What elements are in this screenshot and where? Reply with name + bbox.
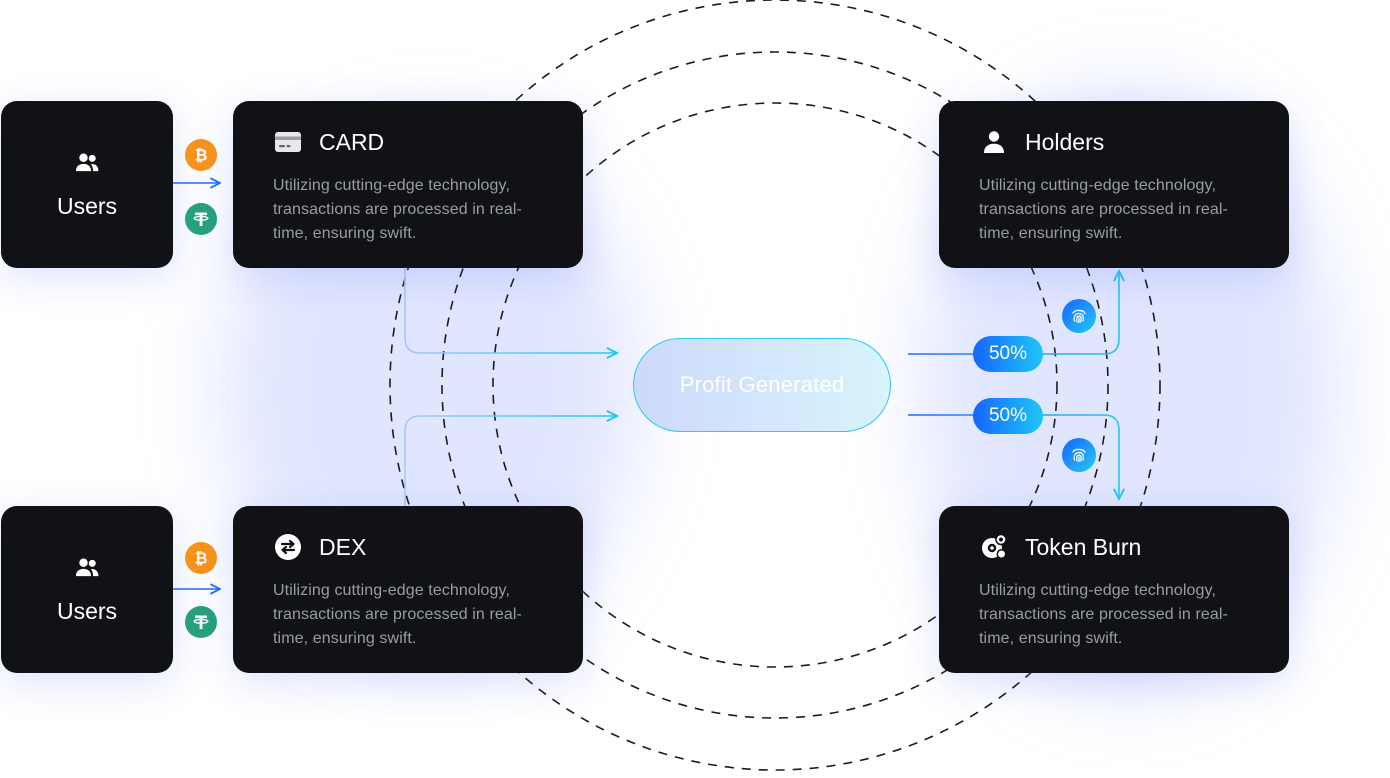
profit-to-holders-arrow: [908, 271, 1119, 355]
swap-arrows-icon: [273, 532, 303, 562]
card-description: Utilizing cutting-edge technology, trans…: [273, 177, 522, 242]
orbit-outer: [389, 0, 1161, 771]
tether-icon: [185, 203, 217, 235]
svg-text:₿: ₿: [194, 146, 207, 165]
profit-generated-node: Profit Generated: [633, 338, 891, 432]
users-icon: [75, 558, 99, 577]
token-burn-node: Token Burn Utilizing cutting-edge techno…: [939, 506, 1289, 673]
token-burn-description: Utilizing cutting-edge technology, trans…: [979, 582, 1228, 647]
users-icon: [75, 153, 99, 172]
token-burn-icon: [979, 532, 1009, 562]
card-to-profit-arrow: [404, 268, 617, 353]
holders-title: Holders: [1025, 128, 1105, 155]
card-header: CARD: [273, 127, 384, 157]
dex-header: DEX: [273, 532, 366, 562]
dex-to-profit-arrow: [404, 416, 617, 506]
svg-text:₿: ₿: [194, 549, 207, 568]
users-node-top: Users: [1, 101, 173, 268]
fingerprint-icon: [1062, 438, 1096, 472]
users-label: Users: [56, 598, 118, 624]
card-node: CARD Utilizing cutting-edge technology, …: [233, 101, 583, 268]
split-badge-burn: 50%: [973, 398, 1043, 434]
token-burn-title: Token Burn: [1025, 533, 1142, 560]
person-icon: [979, 127, 1009, 157]
split-badge-holders: 50%: [973, 336, 1043, 372]
orbit-middle: [441, 51, 1109, 719]
users-label: Users: [56, 193, 118, 219]
dex-description: Utilizing cutting-edge technology, trans…: [273, 582, 522, 647]
fingerprint-icon: [1062, 299, 1096, 333]
bitcoin-icon: ₿: [185, 139, 217, 171]
token-burn-header: Token Burn: [979, 532, 1141, 562]
holders-node: Holders Utilizing cutting-edge technolog…: [939, 101, 1289, 268]
holders-header: Holders: [979, 127, 1104, 157]
tether-icon: [185, 606, 217, 638]
dex-title: DEX: [319, 533, 367, 560]
orbit-inner: [492, 102, 1058, 668]
dex-node: DEX Utilizing cutting-edge technology, t…: [233, 506, 583, 673]
bitcoin-icon: ₿: [185, 542, 217, 574]
credit-card-icon: [273, 127, 303, 157]
users-node-bottom: Users: [1, 506, 173, 673]
holders-description: Utilizing cutting-edge technology, trans…: [979, 177, 1228, 242]
card-title: CARD: [319, 128, 385, 155]
profit-to-burn-arrow: [908, 414, 1119, 499]
